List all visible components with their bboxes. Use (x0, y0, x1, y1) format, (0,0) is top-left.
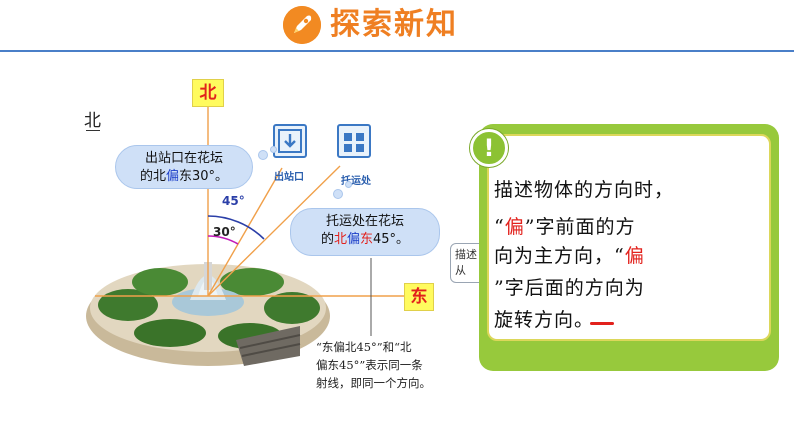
cloud-text: 的 (320, 232, 334, 247)
cloud-east: 东 (359, 232, 373, 247)
note-line: 射线，即同一个方向。 (316, 376, 431, 390)
baggage-direction-cloud: 托运处在花坛 的北偏东45°。 (290, 208, 440, 256)
north-legend: 北 (84, 111, 101, 131)
card-text: 向为主方向，“ (494, 245, 625, 267)
baggage-sign-label: 托运处 (341, 176, 371, 187)
cloud-line: 的北偏东45°。 (297, 231, 433, 249)
note-line: “东偏北45°”和“北 (316, 340, 412, 354)
cloud-text: 的北 (139, 169, 166, 184)
note-text: “东偏北45°”和“北 偏东45°”表示同一条 射线，即同一个方向。 (316, 338, 466, 392)
card-line: “偏”字前面的方 (494, 209, 635, 245)
north-label: 北 (192, 79, 224, 107)
pen-mark (590, 322, 614, 325)
exit-sign-icon (273, 124, 307, 158)
summary-card-inner (487, 134, 771, 341)
exit-direction-cloud: 出站口在花坛 的北偏东30°。 (115, 145, 253, 189)
cloud-emphasis: 偏 (165, 169, 179, 184)
exclamation-icon: ! (470, 129, 508, 167)
card-line: 向为主方向，“偏 (494, 238, 645, 274)
card-text: ”字前面的方 (524, 216, 636, 238)
card-line: ”字后面的方向为 (494, 277, 645, 299)
thought-dot (333, 189, 343, 199)
card-emphasis: 偏 (504, 216, 525, 238)
tooltip-line: 从 (455, 264, 466, 277)
angle-45-label: 45° (222, 194, 245, 208)
summary-card (479, 124, 779, 371)
east-label: 东 (404, 283, 434, 311)
north-legend-line (86, 130, 100, 131)
tooltip-line: 描述 (455, 248, 477, 261)
cloud-text: 东30°。 (178, 169, 229, 184)
card-emphasis: 偏 (624, 245, 645, 267)
cloud-text: 45°。 (373, 232, 410, 247)
cloud-emphasis: 偏 (346, 232, 360, 247)
cloud-line: 托运处在花坛 (325, 214, 404, 229)
cloud-north: 北 (333, 232, 347, 247)
header-divider (0, 50, 794, 52)
note-line: 偏东45°”表示同一条 (316, 358, 423, 372)
cloud-line: 的北偏东30°。 (122, 168, 246, 186)
thought-dot (270, 146, 277, 153)
exit-sign-label: 出站口 (274, 172, 304, 183)
thought-dot (345, 181, 352, 188)
card-line: 旋转方向。 (494, 309, 595, 331)
rocket-icon (283, 6, 321, 44)
card-text: “ (494, 216, 505, 238)
baggage-sign-icon (337, 124, 371, 158)
cloud-line: 出站口在花坛 (144, 151, 223, 166)
thought-dot (258, 150, 268, 160)
angle-30-label: 30° (213, 225, 236, 239)
card-line: 描述物体的方向时， (494, 179, 675, 201)
page-title: 探索新知 (330, 7, 458, 42)
